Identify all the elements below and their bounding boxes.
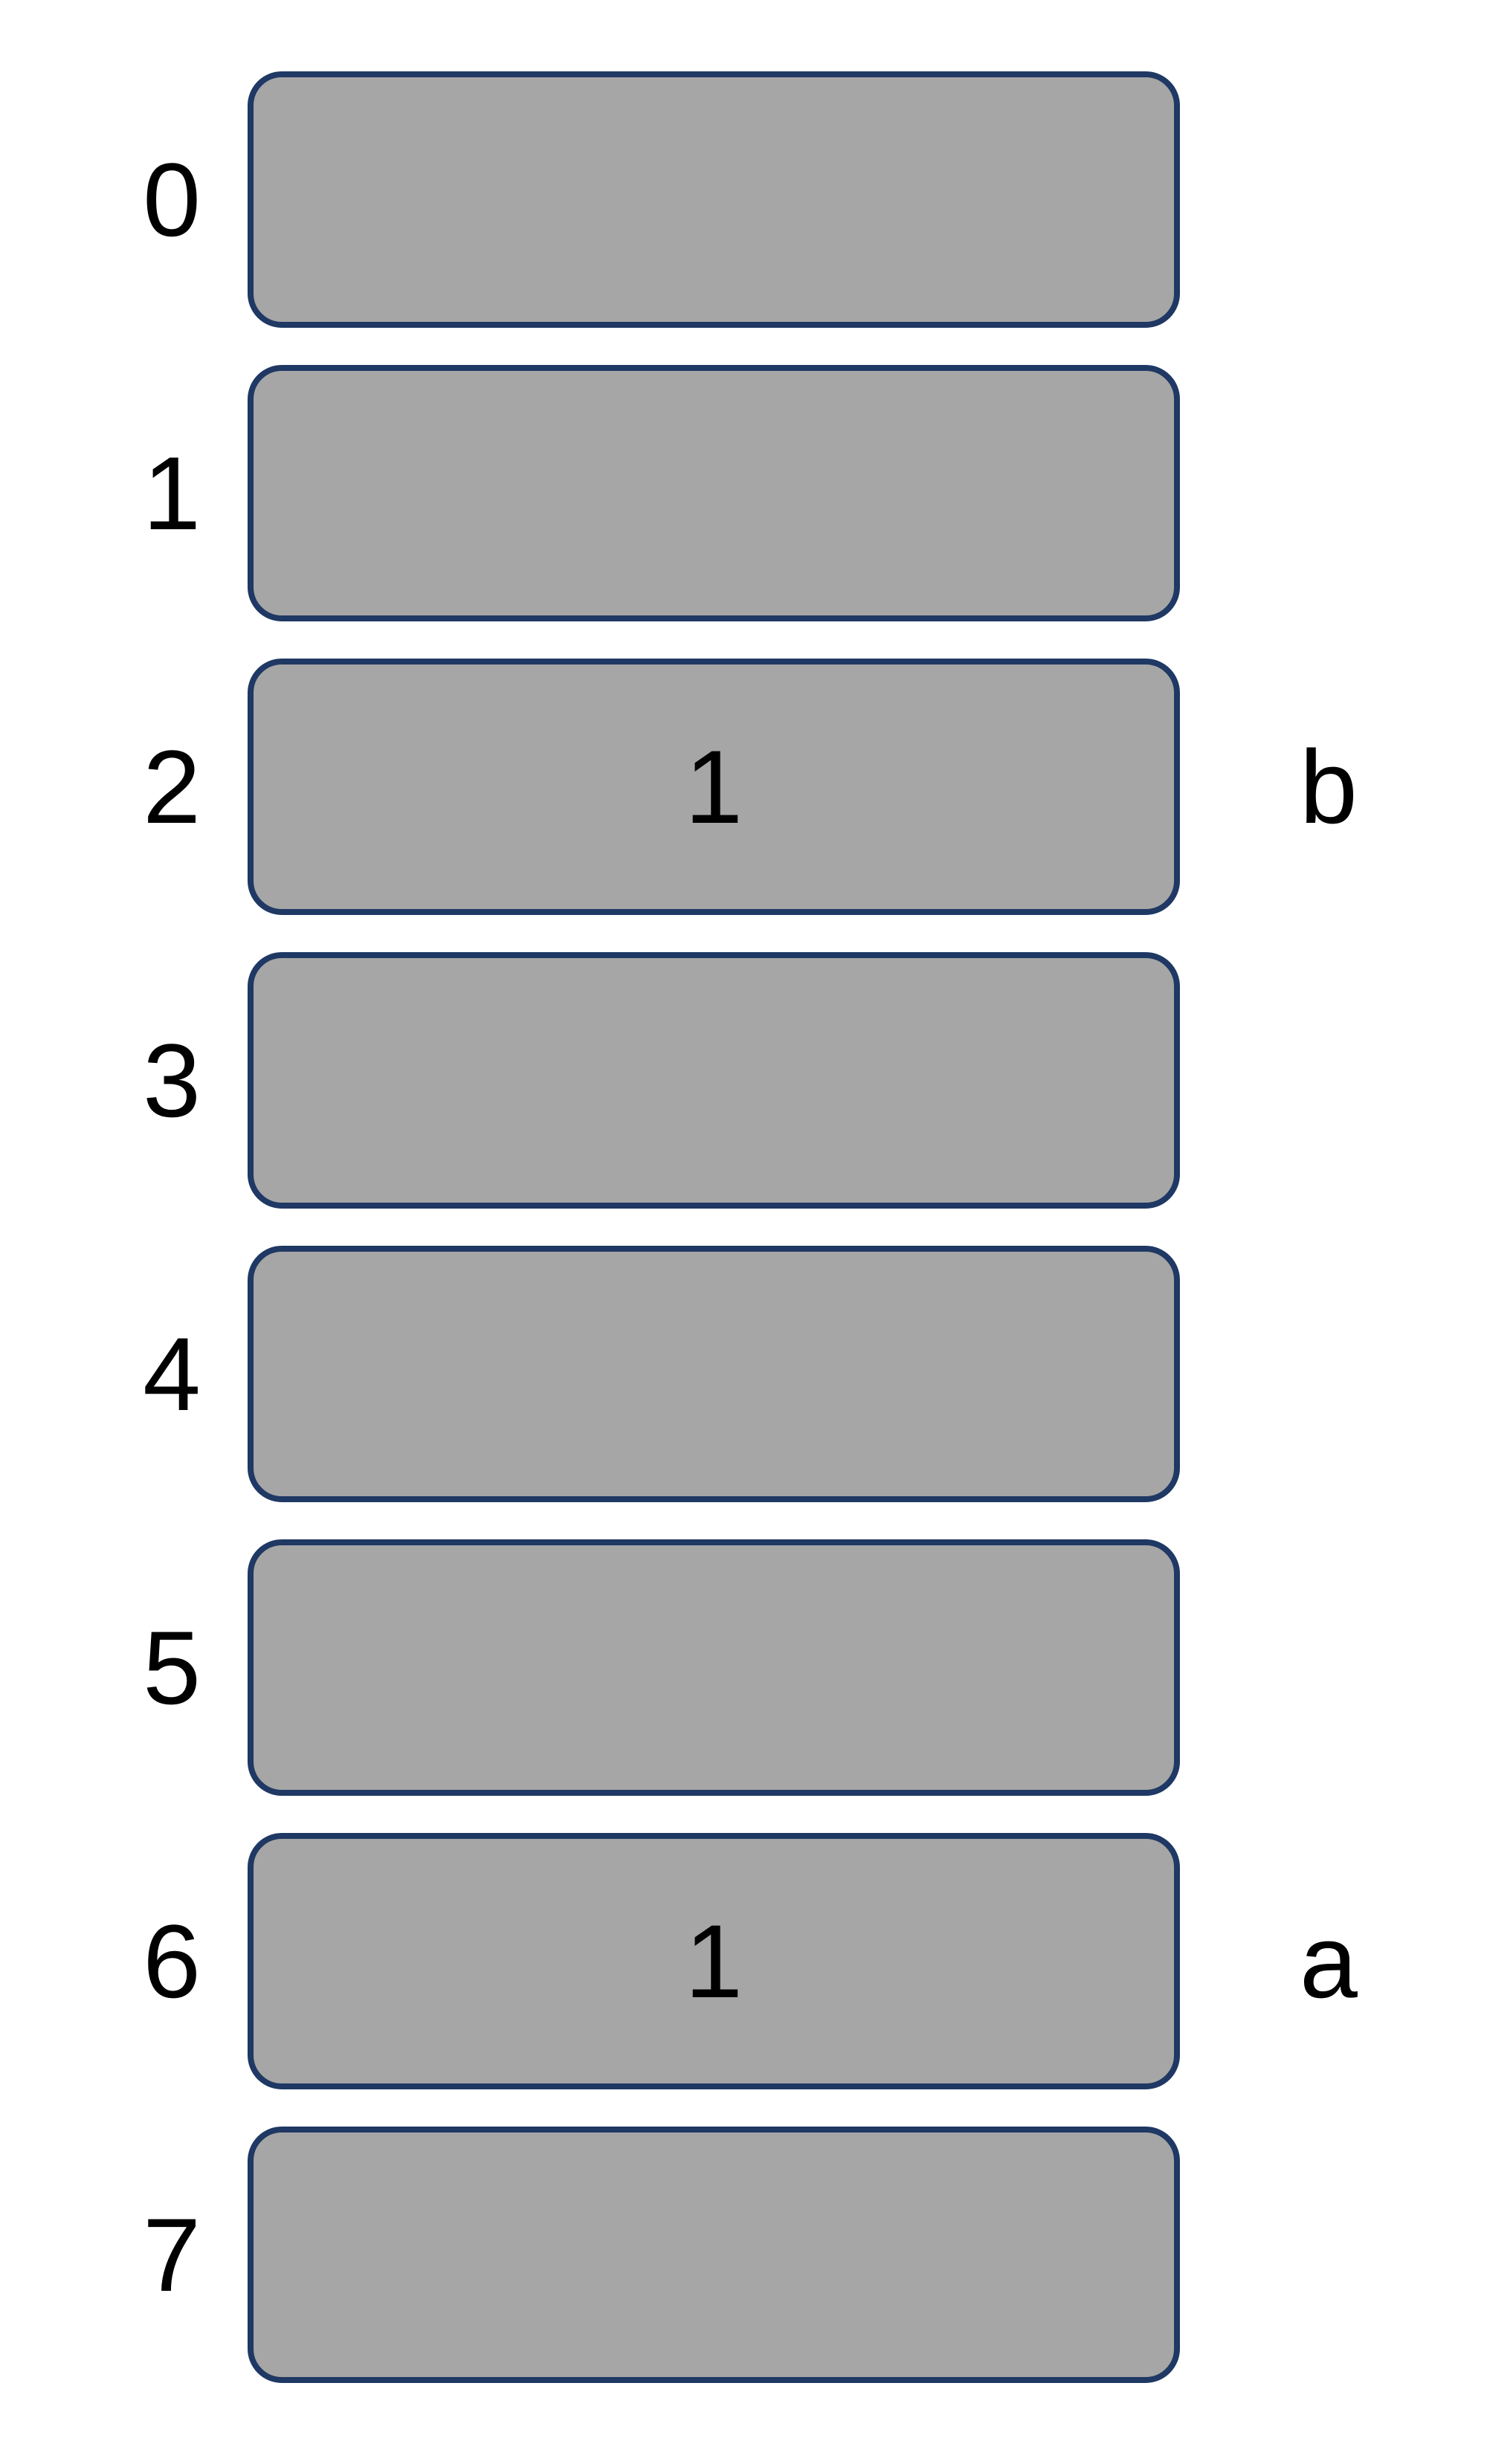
slot-index-label: 7 — [143, 2196, 201, 2313]
array-slot-row: 5 — [0, 1539, 1487, 1796]
array-slot-row: 0 — [0, 71, 1487, 328]
slot-index-label: 2 — [143, 728, 201, 845]
slot-box — [248, 1539, 1180, 1796]
slot-box: 1 — [248, 1833, 1180, 2089]
array-slot-row: 1 — [0, 365, 1487, 621]
array-slot-row: 2 1 b — [0, 659, 1487, 915]
array-slot-row: 6 1 a — [0, 1833, 1487, 2089]
slot-index-label: 6 — [143, 1902, 201, 2020]
slot-index-label: 0 — [143, 140, 201, 258]
array-slot-row: 3 — [0, 952, 1487, 1209]
slot-value: 1 — [685, 728, 743, 845]
slot-box — [248, 1246, 1180, 1502]
array-slot-row: 7 — [0, 2127, 1487, 2383]
slot-index-label: 1 — [143, 434, 201, 552]
slot-box — [248, 71, 1180, 328]
slot-side-label: a — [1300, 1902, 1358, 2020]
slot-side-label: b — [1300, 728, 1358, 845]
slot-box — [248, 365, 1180, 621]
slot-value: 1 — [685, 1902, 743, 2020]
slot-index-label: 4 — [143, 1315, 201, 1432]
slot-box — [248, 2127, 1180, 2383]
array-slot-row: 4 — [0, 1246, 1487, 1502]
slot-index-label: 3 — [143, 1021, 201, 1139]
slot-box: 1 — [248, 659, 1180, 915]
slot-box — [248, 952, 1180, 1209]
slot-index-label: 5 — [143, 1608, 201, 1726]
